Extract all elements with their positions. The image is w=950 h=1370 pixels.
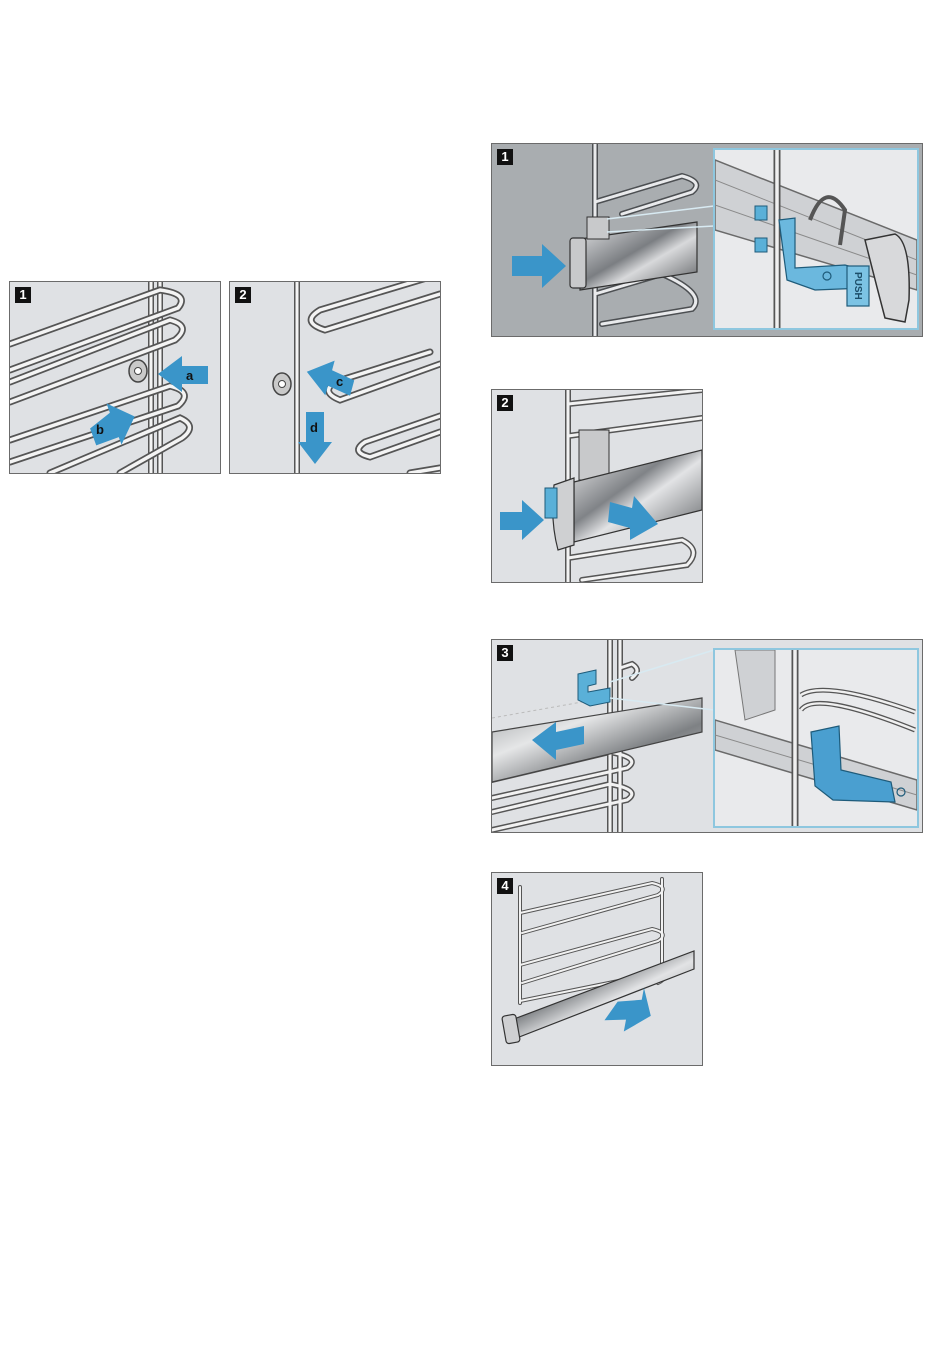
illustration-right-1: 1 — [491, 143, 923, 337]
svg-text:PUSH: PUSH — [852, 272, 863, 300]
step-number-badge: 2 — [497, 395, 513, 411]
step-number-badge: 3 — [497, 645, 513, 661]
svg-text:b: b — [96, 422, 104, 437]
detail-inset — [713, 648, 919, 828]
illustration-left-2: 2 c d — [229, 281, 441, 474]
svg-text:c: c — [336, 374, 343, 389]
rail-removal-diagram — [492, 390, 702, 582]
svg-text:a: a — [186, 368, 194, 383]
rail-extraction-diagram — [492, 873, 702, 1065]
illustration-right-4: 4 — [491, 872, 703, 1066]
rack-hook-diagram: a b — [10, 282, 220, 473]
step-number-badge: 1 — [15, 287, 31, 303]
illustration-left-1: 1 — [9, 281, 221, 474]
step-number-badge: 2 — [235, 287, 251, 303]
illustration-right-2: 2 — [491, 389, 703, 583]
detail-inset: PUSH — [713, 148, 919, 330]
step-number-badge: 1 — [497, 149, 513, 165]
rack-release-diagram: c d — [230, 282, 440, 473]
push-clip-detail: PUSH — [715, 150, 917, 328]
push-arrow-icon — [512, 244, 566, 288]
clip-icon — [578, 670, 610, 706]
push-arrow-icon — [500, 500, 544, 540]
release-button-icon — [545, 488, 557, 518]
illustration-right-3: 3 — [491, 639, 923, 833]
clip-detail — [715, 650, 917, 826]
svg-text:d: d — [310, 420, 318, 435]
step-number-badge: 4 — [497, 878, 513, 894]
